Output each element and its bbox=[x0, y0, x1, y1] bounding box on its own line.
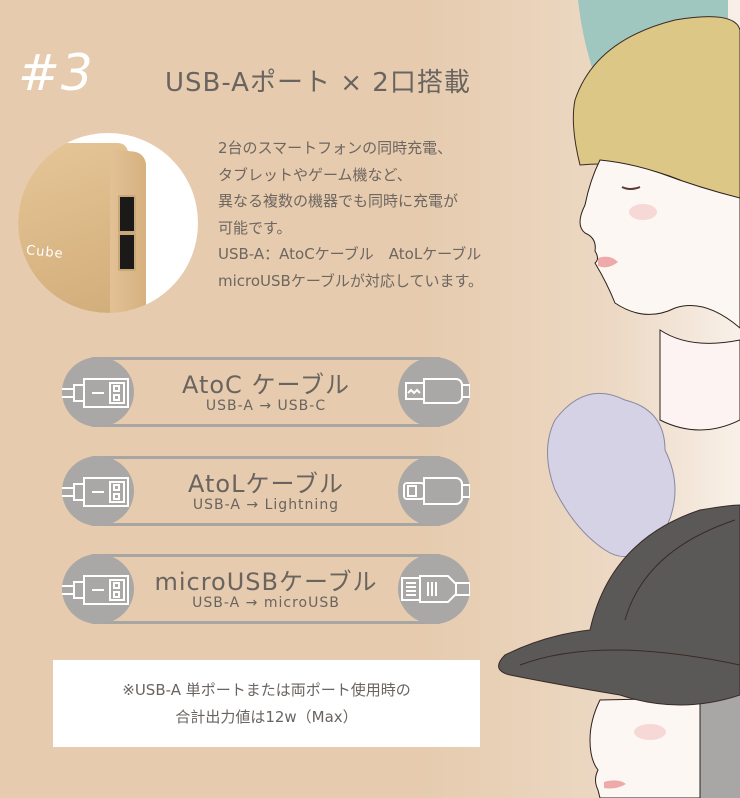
note-line: 合計出力値は12w（Max） bbox=[175, 708, 358, 726]
usb-c-plug-icon bbox=[405, 378, 470, 404]
output-note-box: ※USB-A 単ポートまたは両ポート使用時の 合計出力値は12w（Max） bbox=[53, 660, 480, 747]
cable-band bbox=[92, 357, 440, 427]
cable-atoc: AtoC ケーブル USB-A → USB-C bbox=[62, 357, 470, 427]
cable-name: AtoC ケーブル bbox=[181, 371, 351, 399]
women-illustration bbox=[498, 0, 740, 798]
cable-band bbox=[92, 456, 440, 526]
lightning-plug-icon bbox=[403, 477, 470, 505]
description-line: microUSBケーブルが対応しています。 bbox=[218, 271, 483, 290]
cable-name: AtoLケーブル bbox=[187, 470, 345, 498]
description-line: タブレットやゲーム機など、 bbox=[218, 165, 412, 184]
description-line: 可能です。 bbox=[218, 218, 292, 237]
cable-band bbox=[92, 554, 440, 624]
usb-port-lower bbox=[118, 233, 136, 271]
usb-a-plug-icon bbox=[62, 575, 129, 605]
page-title: USB-Aポート × 2口搭載 bbox=[165, 68, 471, 98]
cable-connection: USB-A → microUSB bbox=[192, 595, 340, 611]
cable-name: microUSBケーブル bbox=[154, 568, 378, 596]
cable-end-right bbox=[398, 456, 470, 526]
description-line: 異なる複数の機器でも同時に充電が bbox=[218, 192, 459, 210]
usb-a-plug-icon bbox=[62, 378, 129, 408]
feature-description: 2台のスマートフォンの同時充電、 タブレットやゲーム機など、 異なる複数の機器で… bbox=[218, 135, 483, 294]
cable-connection: USB-A → USB-C bbox=[205, 398, 327, 414]
charger-cube-body bbox=[18, 143, 128, 313]
usb-port-upper bbox=[118, 195, 136, 233]
cable-end-right bbox=[398, 554, 470, 624]
usb-a-plug-icon bbox=[62, 477, 129, 507]
description-line: 2台のスマートフォンの同時充電、 bbox=[218, 139, 453, 157]
section-number: #3 bbox=[18, 44, 94, 102]
description-line: USB-A：AtoCケーブル AtoLケーブル bbox=[218, 245, 482, 263]
cable-atol: AtoLケーブル USB-A → Lightning bbox=[62, 456, 470, 526]
product-image-circle: Cube bbox=[18, 133, 198, 313]
note-line: ※USB-A 単ポートまたは両ポート使用時の bbox=[122, 681, 411, 699]
cable-connection: USB-A → Lightning bbox=[192, 497, 340, 513]
cable-microusb: microUSBケーブル USB-A → microUSB bbox=[62, 554, 470, 624]
micro-usb-plug-icon bbox=[401, 575, 470, 603]
